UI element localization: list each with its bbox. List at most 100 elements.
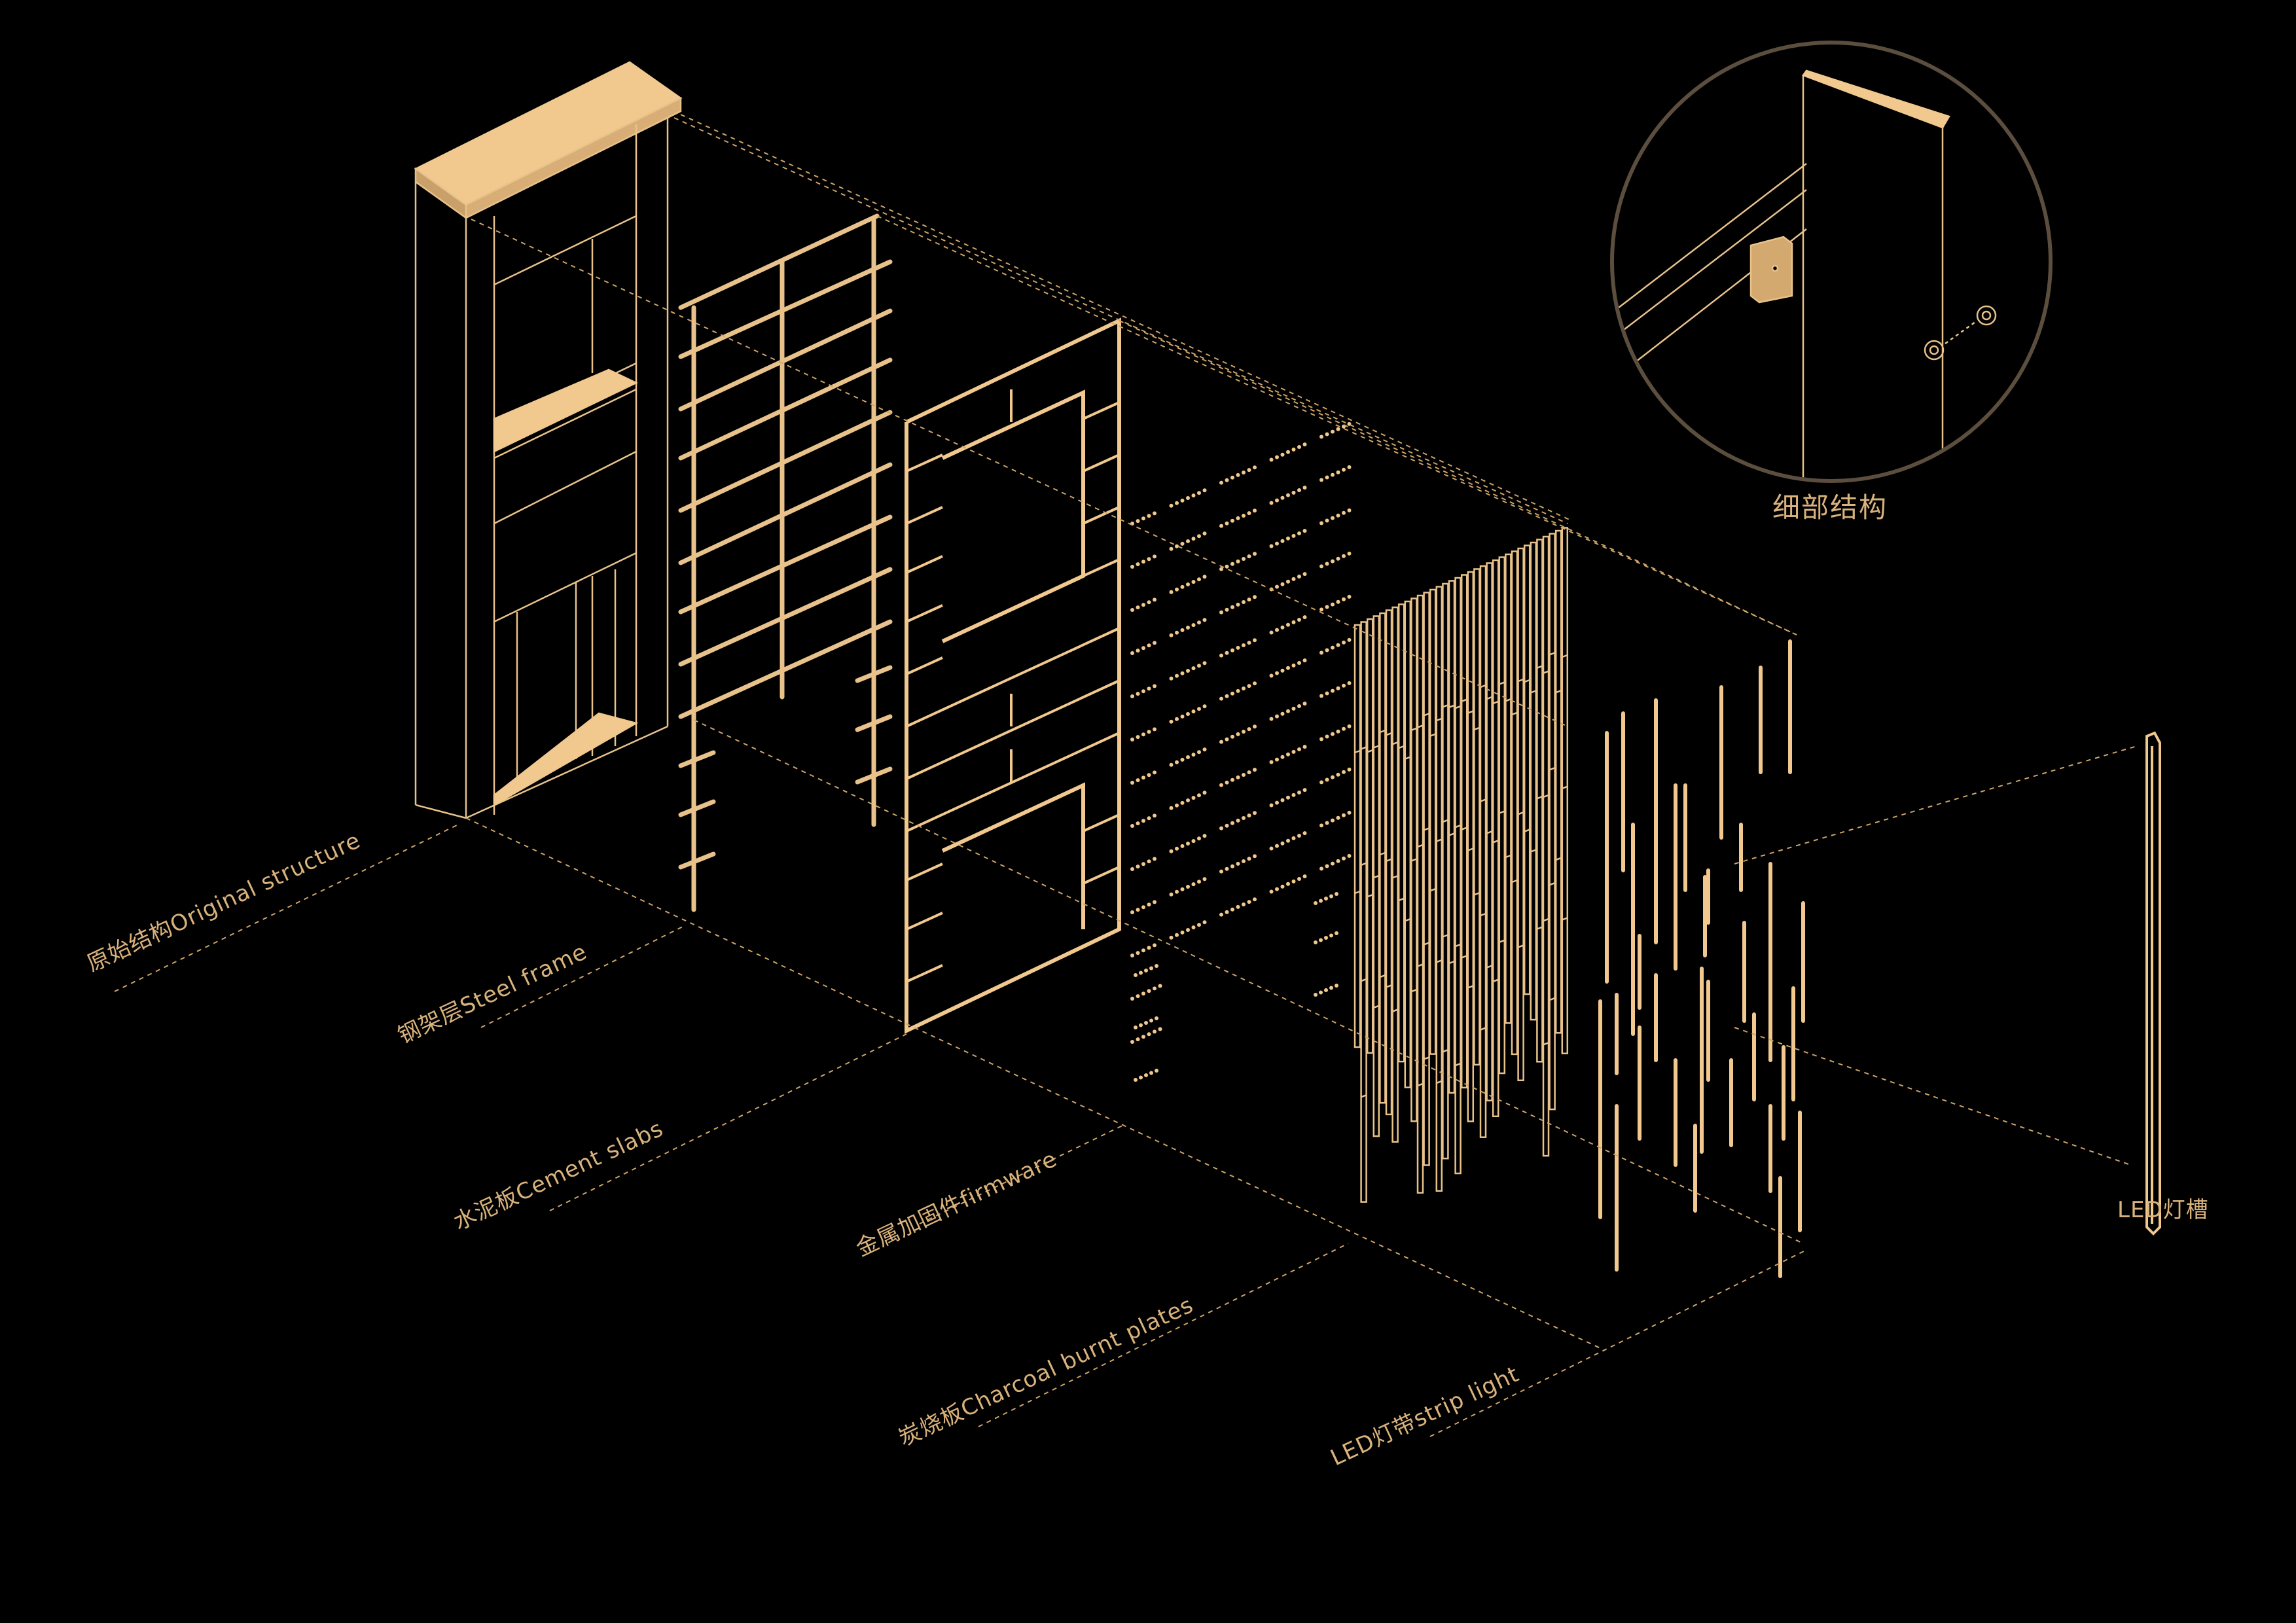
- firmware-dot: [1319, 780, 1323, 785]
- firmware-dot: [1197, 577, 1201, 582]
- layer-original-structure: [414, 61, 683, 819]
- charcoal-plate: [1460, 574, 1468, 1089]
- firmware-dot: [1280, 798, 1285, 802]
- firmware-dot: [1175, 673, 1179, 678]
- firmware-dot: [1180, 584, 1185, 589]
- firmware-dot: [1269, 457, 1274, 462]
- firmware-dot: [1242, 557, 1246, 561]
- firmware-dot: [1130, 997, 1134, 1001]
- firmware-dot: [1225, 780, 1229, 785]
- firmware-dot: [1141, 905, 1145, 910]
- firmware-dot: [1269, 544, 1274, 548]
- firmware-dot: [1319, 899, 1323, 903]
- firmware-dot: [1247, 727, 1251, 732]
- firmware-dot: [1147, 600, 1151, 605]
- firmware-dot: [1230, 777, 1234, 782]
- charcoal-plate: [1379, 612, 1386, 1104]
- firmware-dot: [1347, 810, 1352, 815]
- firmware-dot: [1136, 649, 1140, 653]
- firmware-dot: [1236, 645, 1240, 650]
- firmware-dot: [1236, 775, 1240, 779]
- firmware-dot: [1331, 602, 1335, 607]
- firmware-dot: [1136, 562, 1140, 567]
- firmware-dot: [1297, 488, 1301, 492]
- charcoal-plate: [1517, 547, 1524, 1082]
- firmware-dot: [1297, 747, 1301, 751]
- firmware-dot: [1186, 669, 1190, 673]
- charcoal-plate: [1561, 527, 1569, 1054]
- firmware-dot: [1325, 734, 1329, 739]
- firmware-dot: [1153, 684, 1157, 688]
- firmware-dot: [1269, 760, 1274, 764]
- firmware-dot: [1147, 1032, 1151, 1037]
- firmware-dot: [1342, 510, 1346, 515]
- label-charcoal-plates: 炭烧板Charcoal burnt plates: [895, 1292, 1198, 1452]
- firmware-dot: [1158, 984, 1162, 988]
- firmware-dot: [1269, 630, 1274, 635]
- firmware-dot: [1286, 752, 1290, 757]
- firmware-dot: [1236, 688, 1240, 693]
- firmware-dot: [1134, 1026, 1138, 1029]
- firmware-dot: [1291, 836, 1296, 840]
- firmware-dot: [1175, 933, 1179, 937]
- firmware-dot: [1253, 897, 1257, 902]
- firmware-dot: [1325, 605, 1329, 609]
- firmware-dot: [1153, 943, 1157, 948]
- firmware-dot: [1247, 813, 1251, 818]
- firmware-dot: [1153, 1029, 1157, 1034]
- firmware-dot: [1197, 836, 1201, 841]
- firmware-dot: [1169, 762, 1174, 767]
- firmware-dot: [1319, 478, 1323, 482]
- detail-title: 细部结构: [1772, 491, 1888, 524]
- firmware-dot: [1253, 638, 1257, 643]
- firmware-dot: [1147, 989, 1151, 993]
- firmware-dot: [1253, 811, 1257, 815]
- firmware-dot: [1319, 938, 1323, 942]
- firmware-dot: [1291, 533, 1296, 538]
- firmware-dot: [1191, 623, 1196, 628]
- firmware-dot: [1169, 633, 1174, 637]
- firmware-dot: [1180, 844, 1185, 848]
- firmware-dot: [1253, 854, 1257, 859]
- firmware-dot: [1331, 861, 1335, 866]
- firmware-dot: [1335, 931, 1338, 935]
- firmware-dot: [1331, 645, 1335, 650]
- firmware-dot: [1242, 902, 1246, 906]
- firmware-dot: [1324, 988, 1328, 992]
- firmware-dot: [1242, 471, 1246, 474]
- firmware-dot: [1130, 651, 1134, 655]
- firmware-dot: [1169, 719, 1174, 724]
- firmware-dot: [1347, 551, 1352, 556]
- layer-cement-slabs: [905, 317, 1121, 1034]
- firmware-dot: [1335, 984, 1338, 988]
- firmware-dot: [1329, 894, 1333, 899]
- firmware-dot: [1225, 910, 1229, 914]
- firmware-dot: [1141, 560, 1145, 564]
- firmware-dot: [1342, 813, 1346, 817]
- firmware-dot: [1297, 704, 1301, 708]
- charcoal-plate: [1448, 580, 1456, 1094]
- firmware-dot: [1202, 618, 1207, 622]
- firmware-dot: [1286, 622, 1290, 627]
- firmware-dot: [1139, 971, 1143, 975]
- firmware-dot: [1175, 587, 1179, 592]
- firmware-dot: [1130, 954, 1134, 957]
- firmware-dot: [1329, 933, 1333, 938]
- firmware-dot: [1202, 531, 1207, 536]
- firmware-dot: [1155, 964, 1158, 968]
- firmware-dot: [1280, 625, 1285, 630]
- firmware-dot: [1186, 496, 1190, 500]
- charcoal-plate: [1479, 565, 1487, 1138]
- firmware-dot: [1175, 803, 1179, 808]
- firmware-dot: [1280, 582, 1285, 586]
- firmware-dot: [1242, 600, 1246, 604]
- firmware-dot: [1197, 664, 1201, 668]
- firmware-dot: [1134, 1078, 1138, 1082]
- firmware-dot: [1141, 948, 1145, 953]
- firmware-dot: [1219, 869, 1223, 874]
- firmware-dot: [1153, 597, 1157, 602]
- firmware-dot: [1336, 729, 1340, 734]
- firmware-dot: [1336, 772, 1340, 777]
- firmware-dot: [1302, 702, 1307, 706]
- firmware-dot: [1153, 554, 1157, 559]
